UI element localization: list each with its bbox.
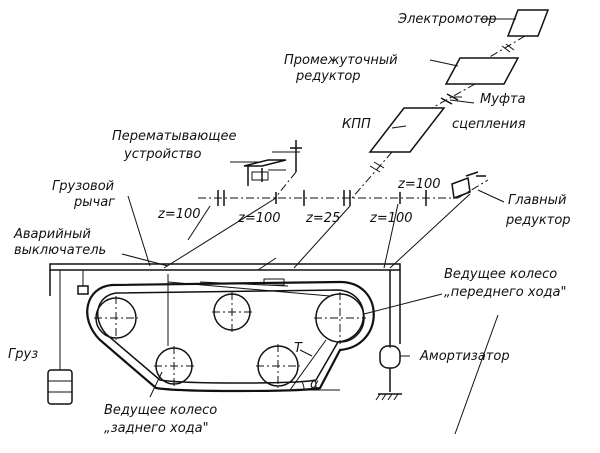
- label-front-drive-1: Ведущее колесо: [444, 267, 557, 282]
- kpp-box: [368, 107, 446, 153]
- label-intermediate-1: Промежуточный: [284, 53, 398, 68]
- link-lines: [163, 193, 471, 269]
- slope-angle: [289, 339, 340, 391]
- front-drive-wheel: [315, 293, 365, 343]
- main-reducer: [198, 171, 489, 206]
- label-rear-drive-2: „заднего хода": [104, 421, 209, 436]
- label-main-gear-1: Главный: [508, 193, 566, 208]
- label-main-gear-2: редуктор: [505, 213, 571, 228]
- labels: Электромотор Промежуточный редуктор Муфт…: [8, 12, 571, 436]
- label-rear-drive-1: Ведущее колесо: [104, 403, 217, 418]
- label-front-drive-2: „переднего хода": [444, 285, 566, 300]
- label-motor: Электромотор: [397, 12, 497, 27]
- label-tension: T: [294, 341, 303, 356]
- label-emergency-1: Аварийный: [13, 227, 91, 242]
- label-rewinder-1: Перематывающее: [112, 129, 236, 144]
- wheels: [94, 292, 366, 388]
- label-emergency-2: выключатель: [14, 243, 106, 258]
- weight: [47, 368, 73, 405]
- label-clutch-2: сцепления: [452, 117, 526, 132]
- linkage: [167, 257, 331, 346]
- gear-ratio-z1: z=100: [157, 207, 201, 222]
- shaft-intermediate: [431, 83, 476, 109]
- label-kpp: КПП: [342, 117, 371, 132]
- intermediate-gear-box: [444, 57, 520, 85]
- drive-chain: [198, 9, 550, 206]
- label-alpha: α: [310, 377, 319, 392]
- label-clutch-1: Муфта: [480, 92, 526, 107]
- gear-ratio-z4: z=100: [369, 211, 413, 226]
- emergency-switch: [77, 270, 89, 295]
- label-intermediate-2: редуктор: [295, 69, 361, 84]
- label-cargo-lever-1: Грузовой: [52, 179, 114, 194]
- gear-ratio-z2: z=100: [237, 211, 281, 226]
- platform: [49, 263, 401, 368]
- label-cargo-lever-2: рычаг: [73, 195, 115, 210]
- shaft-kpp: [351, 151, 393, 199]
- gear-ratio-z5: z=100: [397, 177, 441, 192]
- label-rewinder-2: устройство: [123, 147, 201, 162]
- label-shock-absorber: Амортизатор: [419, 349, 510, 364]
- rewinding-device: [243, 140, 302, 199]
- gear-ratio-z3: z=25: [305, 211, 340, 226]
- motor-box: [506, 9, 550, 37]
- leader-lines: [121, 18, 516, 435]
- label-weight: Груз: [8, 347, 38, 362]
- track: [86, 280, 375, 393]
- shaft-motor: [487, 35, 526, 59]
- shock-absorber: [375, 270, 402, 401]
